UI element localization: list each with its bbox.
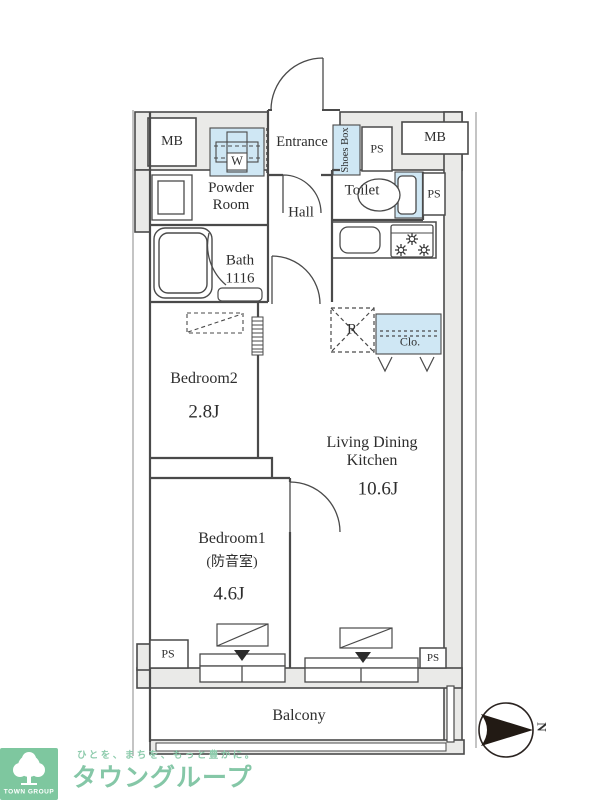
town-group-logo [0, 748, 58, 800]
kitchen-counter [331, 221, 437, 259]
shutter-symbols [216, 623, 393, 663]
room-label-ldk: Living Dining Kitchen [326, 434, 418, 469]
compass-north-label: N [534, 722, 550, 732]
room-label-ldk-size: 10.6J [357, 478, 399, 500]
room-label-mb-left: MB [161, 134, 183, 150]
bedroom1-door [289, 481, 341, 533]
bedroom1-window [199, 653, 286, 683]
room-label-bedroom1: Bedroom1 [198, 530, 266, 548]
room-label-toilet: Toilet [344, 182, 380, 199]
windows [199, 623, 419, 683]
ps-shaft-boxes [149, 126, 447, 669]
overhead-storage-dashed [186, 312, 244, 334]
bathtub-icon [153, 227, 213, 299]
hall-ldk-door [271, 255, 321, 305]
footer-brand: タウングループ [72, 764, 253, 792]
sink-icon [339, 226, 381, 254]
room-label-balcony: Balcony [272, 707, 326, 725]
room-label-bath-size: 1116 [225, 270, 255, 287]
room-label-bedroom1-note: (防音室) [206, 555, 258, 571]
compass-icon [478, 702, 534, 758]
footer-tagline: ひとを、まちを、もっと豊かに。 [77, 750, 257, 761]
bath-door [206, 232, 227, 286]
burner-icons [395, 233, 430, 256]
entrance-floor [269, 111, 339, 177]
door-swings [206, 57, 341, 533]
balcony-divider [446, 685, 455, 743]
interior-walls [148, 110, 425, 742]
room-label-ps-bottom-left: PS [161, 646, 175, 661]
room-label-mb-right: MB [424, 130, 446, 146]
fridge-space-icon [330, 307, 375, 353]
shoes-box-area [332, 124, 361, 176]
tree-logo-icon [13, 752, 45, 785]
room-label-ps-bottom-right: PS [426, 651, 440, 664]
room-label-ps-right: PS [427, 186, 441, 201]
room-label-fridge: R [346, 321, 358, 338]
stove-icon [390, 224, 434, 258]
washer-pan-icon [214, 131, 260, 173]
room-label-bedroom2: Bedroom2 [170, 370, 238, 388]
meter-box-left [147, 117, 197, 167]
room-label-bedroom2-size: 2.8J [188, 401, 220, 423]
pocket-door-hatch [251, 316, 264, 356]
closet-area [375, 313, 442, 355]
room-label-bath: Bath [225, 252, 255, 269]
room-label-ps-top: PS [370, 141, 384, 156]
entrance-door [270, 57, 324, 111]
bath-counter-icon [217, 287, 263, 302]
logo-caption: TOWN GROUP [3, 788, 55, 796]
vanity-icon [151, 174, 193, 221]
meter-box-right [401, 121, 469, 155]
balcony-rail-inner [155, 742, 447, 752]
hall-door [282, 174, 322, 214]
room-label-powder-room: Powder Room [208, 180, 254, 213]
ldk-window [304, 657, 419, 683]
room-label-hall: Hall [288, 204, 314, 221]
room-label-washer: W [231, 154, 243, 168]
room-label-entrance: Entrance [276, 133, 328, 150]
room-label-shoes-box: Shoes Box [340, 127, 352, 173]
toilet-icon [357, 175, 417, 215]
closet-door-marks [377, 356, 435, 373]
room-label-bedroom1-size: 4.6J [213, 583, 245, 605]
room-label-closet: Clo. [399, 334, 421, 349]
